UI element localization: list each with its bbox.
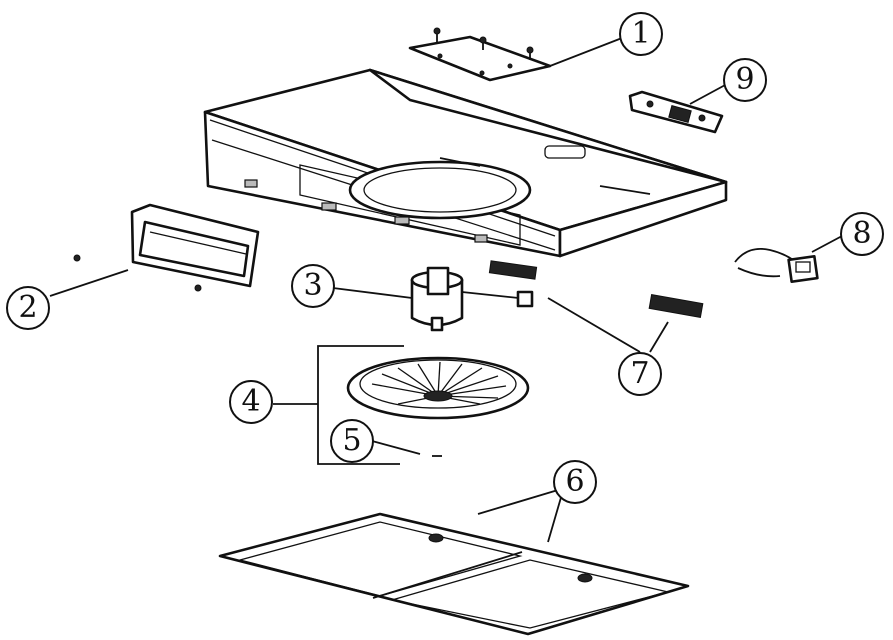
part-4-blower-wheel — [346, 356, 530, 420]
range-hood-body — [203, 68, 728, 258]
part-8-wiring — [734, 247, 819, 284]
part-9-control-board — [628, 90, 724, 134]
callout-2: 2 — [6, 286, 50, 330]
part-7-lamp-holders — [488, 260, 704, 318]
part-3-motor — [410, 266, 534, 332]
part-6-filters — [218, 512, 690, 636]
callout-7: 7 — [618, 352, 662, 396]
callout-9: 9 — [723, 58, 767, 102]
callout-3: 3 — [291, 264, 335, 308]
part-2-damper-box — [73, 203, 260, 292]
callout-4: 4 — [229, 380, 273, 424]
bracket-4-5 — [317, 345, 404, 465]
leader-lines — [49, 37, 843, 543]
part-1-top-plate — [408, 27, 552, 82]
callout-1: 1 — [619, 12, 663, 56]
callout-8: 8 — [840, 212, 884, 256]
callout-6: 6 — [553, 460, 597, 504]
callout-5: 5 — [330, 419, 374, 463]
